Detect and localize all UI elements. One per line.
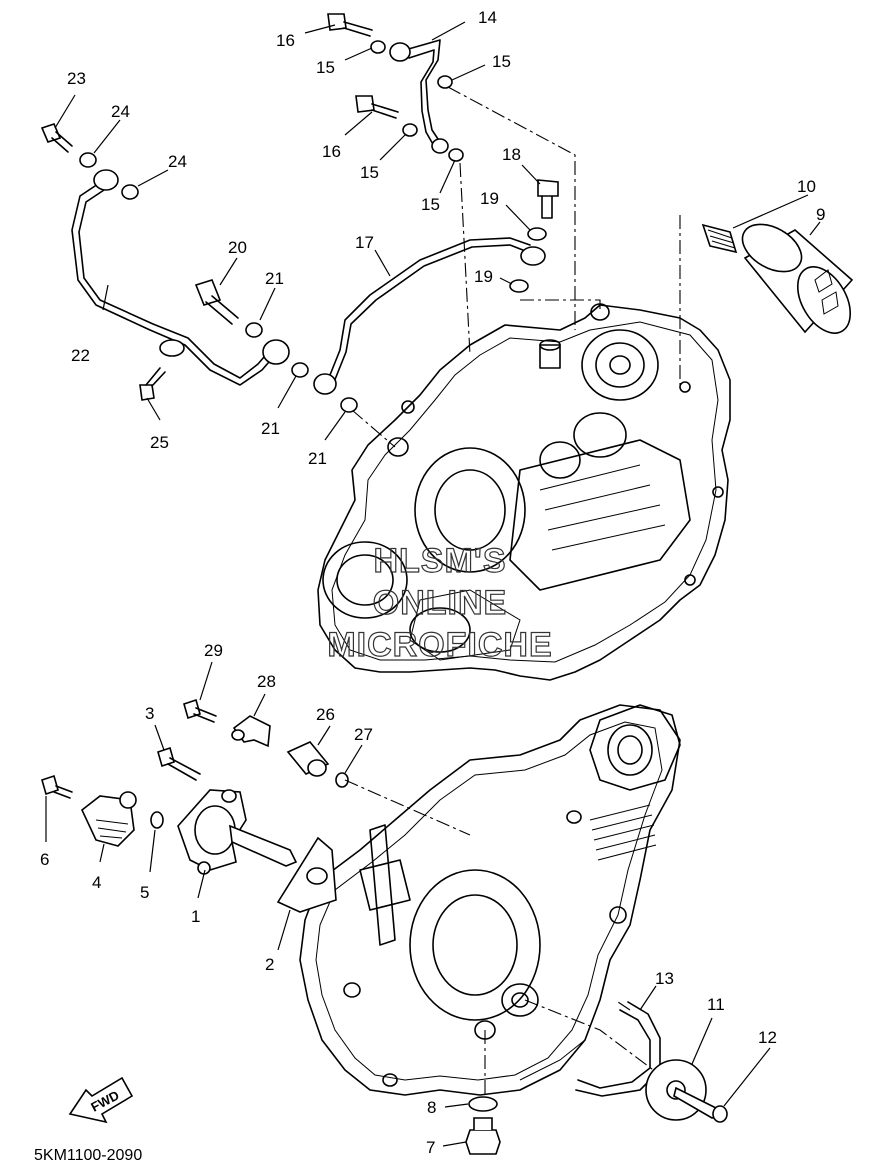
callout-26: 26 [316, 705, 335, 724]
washer-15a [370, 40, 386, 54]
callout-7: 7 [426, 1138, 435, 1157]
callout-5: 5 [140, 883, 149, 902]
collar-26 [286, 741, 330, 777]
watermark-line3: MICROFICHE [327, 626, 552, 664]
callout-8: 8 [427, 1098, 436, 1117]
o-ring-27 [335, 772, 349, 788]
callout-15b: 15 [492, 52, 511, 71]
oil-pipe-14 [389, 39, 449, 154]
bracket-28 [231, 715, 271, 748]
callout-19b: 19 [474, 267, 493, 286]
callout-3: 3 [145, 704, 154, 723]
circlip-12 [712, 1105, 728, 1123]
callout-18: 18 [502, 145, 521, 164]
callout-2: 2 [265, 955, 274, 974]
washer-24a [79, 152, 97, 168]
bolt-23 [40, 123, 73, 153]
callout-15c: 15 [360, 163, 379, 182]
oil-pump-1 [177, 789, 298, 875]
callout-15a: 15 [316, 58, 335, 77]
bolt-29 [183, 698, 217, 723]
callout-14: 14 [478, 8, 497, 27]
oil-filter-9 [741, 223, 854, 334]
callout-25: 25 [150, 433, 169, 452]
callout-17: 17 [355, 233, 374, 252]
leader-lines [45, 21, 821, 1147]
callout-29: 29 [204, 641, 223, 660]
watermark-line2: ONLINE [373, 584, 507, 622]
gasket-hole [306, 867, 328, 885]
callout-27: 27 [354, 725, 373, 744]
oil-pipe-17 [313, 237, 546, 395]
callout-21b: 21 [261, 419, 280, 438]
washer-24b [121, 184, 139, 200]
bolt-16b [355, 95, 399, 119]
fwd-arrow: FWD [68, 1076, 134, 1124]
washer-21b [291, 362, 309, 378]
sprocket-11 [645, 1059, 722, 1121]
oil-strainer-4 [81, 791, 137, 847]
callout-4: 4 [92, 873, 101, 892]
bolt-20 [194, 279, 239, 325]
callout-24a: 24 [111, 102, 130, 121]
callout-16a: 16 [276, 31, 295, 50]
crankcase-left-half [299, 704, 681, 1096]
bolt-3 [157, 746, 201, 781]
callout-28: 28 [257, 672, 276, 691]
callout-1: 1 [191, 907, 200, 926]
washer-15b [437, 75, 453, 89]
crankcase-right-half [317, 303, 731, 681]
callout-12: 12 [758, 1028, 777, 1047]
washer-19a [527, 227, 547, 241]
assembly-lines [344, 86, 681, 1100]
o-ring-5 [150, 811, 164, 829]
watermark: HLSM'S ONLINE MICROFICHE [327, 541, 553, 664]
bolt-25 [139, 367, 166, 401]
callout-22: 22 [71, 346, 90, 365]
callout-11: 11 [707, 995, 725, 1014]
washer-21c [340, 397, 358, 413]
callout-21c: 21 [308, 449, 327, 468]
washer-19b [509, 279, 529, 293]
callout-16b: 16 [322, 142, 341, 161]
washer-15c [402, 123, 418, 137]
callout-10: 10 [797, 177, 816, 196]
diagram-code: 5KM1100-2090 [34, 1147, 142, 1164]
callout-9: 9 [816, 205, 825, 224]
callout-numbers: 14 16 15 15 16 15 15 18 19 19 10 9 17 23… [40, 8, 825, 1157]
callout-15d: 15 [421, 195, 440, 214]
callout-24b: 24 [168, 152, 187, 171]
callout-6: 6 [40, 850, 49, 869]
bolt-18 [537, 179, 559, 219]
oil-pipe-22 [71, 169, 290, 386]
bolt-6 [41, 774, 73, 799]
union-bolt-10 [701, 223, 738, 254]
callout-19a: 19 [480, 189, 499, 208]
drain-bolt-7 [465, 1117, 501, 1155]
callout-21a: 21 [265, 269, 284, 288]
callout-13: 13 [655, 969, 674, 988]
washer-21a [245, 322, 263, 338]
washer-8 [468, 1096, 498, 1112]
washer-15d [448, 148, 464, 162]
callout-20: 20 [228, 238, 247, 257]
callout-23: 23 [67, 69, 86, 88]
watermark-line1: HLSM'S [373, 542, 506, 580]
